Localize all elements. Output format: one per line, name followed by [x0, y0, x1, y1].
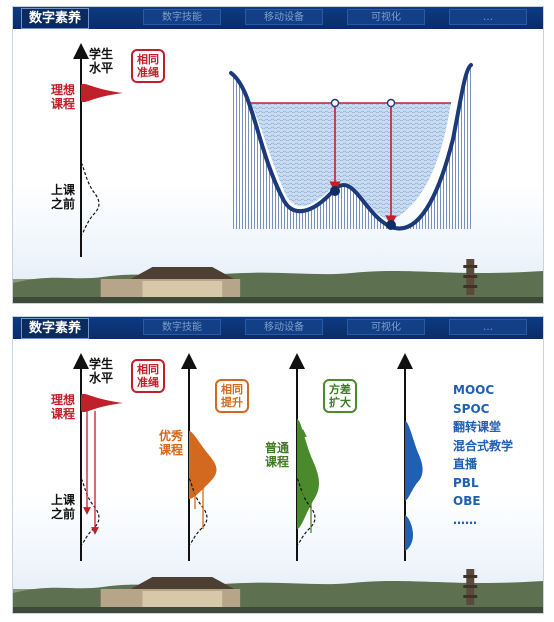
header-bar: 数字素养 数字技能 移动设备 可视化 …: [13, 7, 543, 29]
method-item: ……: [453, 512, 477, 527]
method-item: MOOC: [453, 383, 495, 397]
tab-visualization[interactable]: 可视化: [347, 9, 425, 25]
water-point-right: [386, 98, 396, 108]
before-class-distribution: [80, 478, 100, 546]
valley-curve: [229, 63, 473, 231]
axis-title-student-level: 学生 水平: [89, 47, 114, 75]
callout-same-criterion: 相同 准绳: [131, 49, 165, 83]
ideal-course-label: 理想 课程: [51, 393, 76, 421]
tab-visualization[interactable]: 可视化: [347, 319, 425, 335]
slide-top: 数字素养 数字技能 移动设备 可视化 …: [12, 6, 544, 304]
method-item: 翻转课堂: [453, 420, 502, 434]
callout-same-improvement: 相同 提升: [215, 379, 249, 413]
valley-hatching: [231, 65, 471, 229]
valley-point-right: [386, 220, 396, 230]
tab-digital-skills[interactable]: 数字技能: [143, 319, 221, 335]
before-class-label: 上课 之前: [51, 183, 76, 211]
header-bar: 数字素养 数字技能 移动设备 可视化 …: [13, 317, 543, 339]
ideal-course-spike: [81, 393, 123, 413]
method-item: SPOC: [453, 401, 490, 416]
tab-more[interactable]: …: [449, 319, 527, 335]
excellent-before-distribution: [188, 478, 208, 546]
methods-lower-distribution: [405, 515, 413, 551]
ordinary-course-distribution: [297, 419, 319, 529]
water-point-left: [330, 98, 340, 108]
before-class-distribution: [80, 162, 100, 236]
brand-title: 数字素养: [21, 318, 90, 339]
tab-more[interactable]: …: [449, 9, 527, 25]
ordinary-course-label: 普通 课程: [265, 441, 290, 469]
method-item: OBE: [453, 494, 481, 508]
ordinary-before-distribution: [296, 478, 316, 546]
valley-point-left: [330, 186, 340, 196]
course-comparison-diagram: [73, 353, 423, 561]
method-item: PBL: [453, 475, 479, 490]
excellent-course-label: 优秀 课程: [159, 429, 184, 457]
method-item: 混合式教学: [453, 438, 514, 453]
methods-upper-distribution: [405, 421, 423, 501]
level-distribution-diagram: [73, 43, 473, 257]
campus-skyline: [13, 569, 543, 613]
callout-variance-expanded: 方差 扩大: [323, 379, 357, 413]
water-fill: [251, 103, 451, 221]
slide-bottom: 数字素养 数字技能 移动设备 可视化 …: [12, 316, 544, 614]
ideal-course-spike: [81, 83, 123, 103]
method-item: 直播: [453, 457, 478, 471]
ideal-course-label: 理想 课程: [51, 83, 76, 111]
tab-mobile-devices[interactable]: 移动设备: [245, 319, 323, 335]
before-class-label: 上课 之前: [51, 493, 76, 521]
brand-title: 数字素养: [21, 8, 90, 29]
tab-mobile-devices[interactable]: 移动设备: [245, 9, 323, 25]
axis-title-student-level: 学生 水平: [89, 357, 114, 385]
callout-same-criterion: 相同 准绳: [131, 359, 165, 393]
teaching-methods-list: MOOC SPOC 翻转课堂 混合式教学 直播 PBL OBE ……: [453, 381, 513, 529]
tab-digital-skills[interactable]: 数字技能: [143, 9, 221, 25]
campus-skyline: [13, 259, 543, 303]
